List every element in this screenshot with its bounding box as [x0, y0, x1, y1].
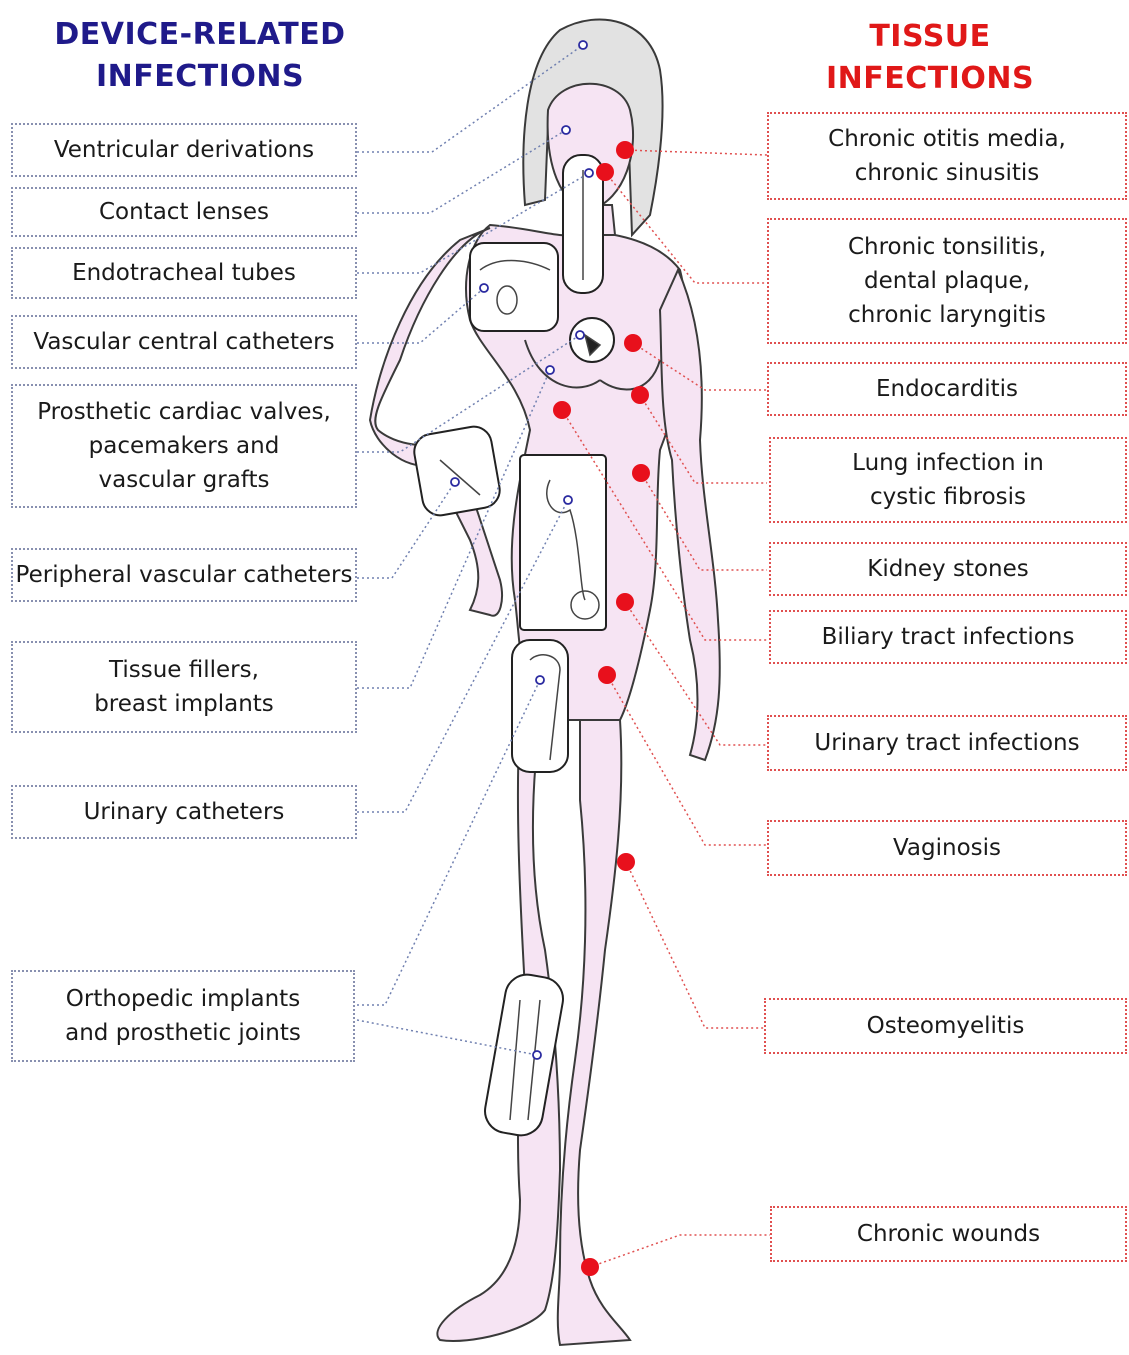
tissue-label-urinary-tract: Urinary tract infections [767, 715, 1127, 771]
tissue-label-osteomyelitis: Osteomyelitis [764, 998, 1127, 1054]
tissue-heading: TISSUE INFECTIONS [770, 16, 1090, 100]
device-label-endotracheal-tubes: Endotracheal tubes [11, 247, 357, 299]
device-label-prosthetic-cardiac-valves: Prosthetic cardiac valves, pacemakers an… [11, 384, 357, 508]
tissue-label-chronic-otitis: Chronic otitis media, chronic sinusitis [767, 112, 1127, 200]
device-label-tissue-fillers: Tissue fillers, breast implants [11, 641, 357, 733]
device-label-vascular-central-catheters: Vascular central catheters [11, 315, 357, 369]
device-label-ventricular-derivations: Ventricular derivations [11, 123, 357, 177]
tissue-label-chronic-tonsilitis: Chronic tonsilitis, dental plaque, chron… [767, 218, 1127, 344]
device-related-heading-line1: DEVICE-RELATED [40, 14, 360, 56]
tissue-label-chronic-wounds: Chronic wounds [770, 1206, 1127, 1262]
tissue-heading-line2: INFECTIONS [770, 58, 1090, 100]
tissue-label-lung-infection: Lung infection in cystic fibrosis [769, 437, 1127, 523]
device-related-heading-line2: INFECTIONS [40, 56, 360, 98]
tissue-label-vaginosis: Vaginosis [767, 820, 1127, 876]
device-label-orthopedic-implants: Orthopedic implants and prosthetic joint… [11, 970, 355, 1062]
device-label-contact-lenses: Contact lenses [11, 187, 357, 237]
tissue-label-kidney-stones: Kidney stones [769, 542, 1127, 596]
device-related-heading: DEVICE-RELATED INFECTIONS [40, 14, 360, 98]
device-label-urinary-catheters: Urinary catheters [11, 785, 357, 839]
tissue-label-endocarditis: Endocarditis [767, 362, 1127, 416]
tissue-heading-line1: TISSUE [770, 16, 1090, 58]
device-label-peripheral-vascular-catheters: Peripheral vascular catheters [11, 548, 357, 602]
tissue-label-biliary-tract: Biliary tract infections [769, 610, 1127, 664]
